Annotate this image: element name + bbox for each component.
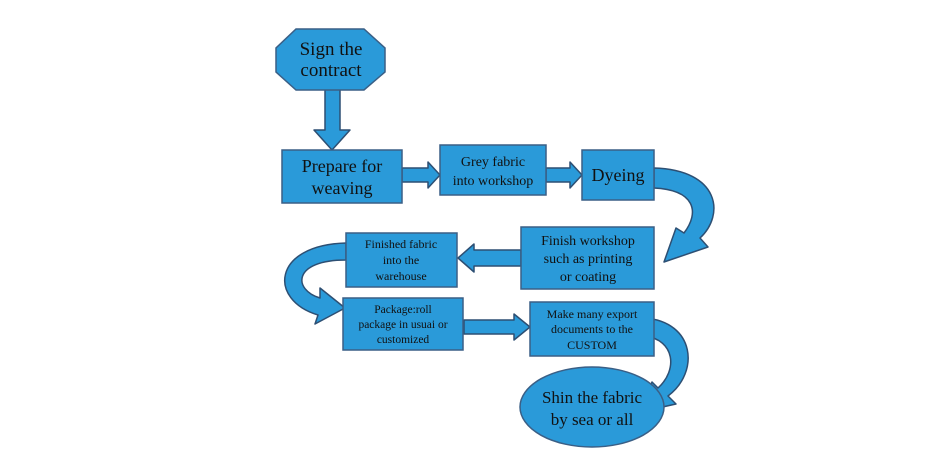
node-finished-line1: Finished fabric (365, 237, 437, 251)
node-export-documents: Make many export documents to the CUSTOM (529, 301, 655, 357)
arrow-dyeing-to-finish (653, 167, 715, 263)
node-sign-line1: Sign the (300, 39, 363, 60)
node-docs-line2: documents to the (551, 322, 633, 336)
node-grey-fabric: Grey fabric into workshop (439, 144, 547, 196)
node-prepare-line2: weaving (312, 178, 373, 198)
node-ship-line1: Shin the fabric (542, 388, 643, 407)
node-prepare-line1: Prepare for (302, 156, 382, 176)
node-ship-fabric: Shin the fabric by sea or all (519, 366, 665, 448)
arrow-finished-to-package (283, 242, 347, 325)
node-package-line1: Package:roll (374, 304, 431, 316)
node-sign-line2: contract (300, 60, 362, 81)
node-package: Package:roll package in usuai or customi… (342, 297, 464, 351)
nodes-layer: Sign the contract Prepare for weaving Gr… (275, 28, 665, 448)
node-prepare-weaving: Prepare for weaving (281, 149, 403, 204)
node-finish-line2: such as printing (544, 252, 633, 267)
node-finished-fabric: Finished fabric into the warehouse (345, 232, 458, 288)
node-grey-line2: into workshop (453, 174, 534, 189)
node-package-line2: package in usuai or (358, 319, 447, 331)
node-dyeing: Dyeing (581, 149, 655, 201)
node-docs-line3: CUSTOM (567, 338, 617, 352)
node-docs-line1: Make many export (547, 307, 638, 321)
node-finish-workshop: Finish workshop such as printing or coat… (520, 226, 655, 290)
arrow-finish-to-finished (457, 243, 522, 273)
node-dyeing-line1: Dyeing (592, 165, 645, 185)
node-grey-line1: Grey fabric (461, 155, 525, 170)
arrow-package-to-docs (463, 313, 531, 341)
arrow-grey-to-dyeing (545, 161, 583, 189)
arrows-layer (283, 87, 715, 413)
node-ship-line2: by sea or all (551, 410, 634, 429)
arrow-sign-to-prepare (313, 87, 351, 151)
arrow-prepare-to-grey (401, 161, 441, 189)
node-finish-line3: or coating (560, 270, 616, 285)
node-sign-contract: Sign the contract (275, 28, 386, 91)
node-finished-line3: warehouse (375, 269, 426, 283)
node-package-line3: customized (377, 334, 430, 346)
node-finish-line1: Finish workshop (541, 234, 635, 249)
node-finished-line2: into the (383, 253, 419, 267)
